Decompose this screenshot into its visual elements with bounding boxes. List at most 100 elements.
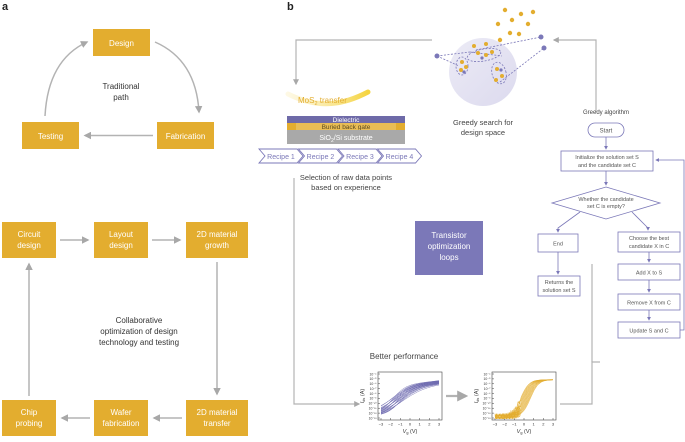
y-axis-label: Ids (A) bbox=[474, 389, 480, 404]
substrate-layer bbox=[287, 130, 405, 144]
collaborative-caption-line2: optimization of design bbox=[100, 327, 177, 336]
y-tick-label: 10⁻¹² bbox=[483, 411, 492, 415]
recipe-chevron-2 bbox=[297, 148, 344, 164]
initialize-label-line1: Initialize the solution set S bbox=[575, 155, 639, 161]
sample-points bbox=[459, 7, 536, 82]
x-axis-label: Vg (V) bbox=[517, 429, 532, 435]
y-tick-label: 10⁻¹⁰ bbox=[482, 402, 491, 406]
mos2-transfer-label: MoS2 transfer bbox=[298, 96, 347, 107]
design-box bbox=[93, 29, 150, 56]
design-space-sphere bbox=[434, 7, 547, 106]
arrow-design-to-fabrication bbox=[154, 41, 203, 114]
layout-design-label-line2: design bbox=[109, 241, 133, 250]
x-axis-label: Vg (V) bbox=[403, 429, 418, 435]
remove-label: Remove X from C bbox=[627, 301, 671, 307]
x-tick-label: 2 bbox=[542, 422, 545, 427]
x-tick-label: 1 bbox=[533, 422, 536, 427]
arrow-testing-to-design bbox=[44, 41, 89, 117]
substrate-label: SiO2/Si substrate bbox=[319, 135, 372, 144]
y-tick-label: 10⁻⁴ bbox=[369, 372, 377, 376]
recipe-label-2: Recipe 2 bbox=[307, 154, 335, 161]
wafer-fabrication-label-line2: fabrication bbox=[103, 419, 140, 428]
loop-connectors bbox=[293, 37, 600, 407]
recipe-chevron-1 bbox=[258, 148, 304, 164]
x-tick-label: 1 bbox=[419, 422, 422, 427]
layout-design-label-line1: Layout bbox=[109, 230, 134, 239]
y-tick-label: 10⁻⁶ bbox=[370, 382, 378, 386]
transfer-curve bbox=[380, 383, 440, 415]
x-tick-label: −3 bbox=[493, 422, 498, 427]
decision-label-line2: set C is empty? bbox=[587, 204, 625, 210]
y-tick-label: 10⁻⁵ bbox=[484, 377, 492, 381]
initialize-label-line2: and the candidate set C bbox=[578, 163, 636, 169]
device-stack: MoS2 transfer Dielectric Buried back gat… bbox=[285, 89, 405, 144]
dielectric-label: Dielectric bbox=[333, 117, 360, 124]
circuit-design-box bbox=[2, 222, 56, 258]
layout-design-box bbox=[94, 222, 148, 258]
greedy-search-caption-line1: Greedy search for bbox=[453, 118, 514, 127]
y-tick-label: 10⁻¹³ bbox=[369, 416, 378, 420]
x-tick-label: −2 bbox=[388, 422, 393, 427]
y-tick-label: 10⁻¹¹ bbox=[369, 407, 378, 411]
selection-caption-line1: Selection of raw data points bbox=[300, 173, 392, 182]
x-tick-label: −3 bbox=[379, 422, 384, 427]
x-tick-label: 2 bbox=[428, 422, 431, 427]
x-tick-label: −2 bbox=[502, 422, 507, 427]
back-gate-label: Buried back gate bbox=[322, 124, 371, 131]
y-tick-label: 10⁻⁷ bbox=[370, 387, 378, 391]
transfer-curves bbox=[380, 380, 440, 415]
x-tick-label: 0 bbox=[523, 422, 526, 427]
material-growth-box bbox=[186, 222, 248, 258]
testing-label: Testing bbox=[38, 132, 63, 141]
optimization-loops-label-line1: Transistor bbox=[431, 231, 467, 240]
material-transfer-label-line2: transfer bbox=[203, 419, 230, 428]
flowchart-title: Greedy algorithm bbox=[583, 110, 629, 116]
traditional-path-label-line2: path bbox=[113, 93, 129, 102]
circuit-design-label-line2: design bbox=[17, 241, 41, 250]
panel-a-label: a bbox=[2, 1, 9, 13]
returns-label-line2: solution set S bbox=[542, 288, 575, 294]
material-growth-label-line1: 2D material bbox=[197, 230, 238, 239]
update-label: Update S and C bbox=[629, 329, 668, 335]
material-growth-label-line2: growth bbox=[205, 241, 229, 250]
collaborative-caption-line3: technology and testing bbox=[99, 338, 179, 347]
wafer-fabrication-box bbox=[94, 400, 148, 436]
recipe-chevron-3 bbox=[337, 148, 383, 164]
design-label: Design bbox=[109, 39, 134, 48]
back-gate-electrode bbox=[296, 123, 396, 130]
x-tick-label: 0 bbox=[409, 422, 412, 427]
decision-node bbox=[550, 186, 662, 220]
fabrication-label: Fabrication bbox=[166, 132, 206, 141]
choose-label-line2: candidate X in C bbox=[629, 244, 669, 250]
y-tick-label: 10⁻¹⁰ bbox=[368, 402, 377, 406]
selection-caption-line2: based on experience bbox=[311, 183, 381, 192]
better-performance-label: Better performance bbox=[370, 352, 439, 361]
transfer-curve-plot-after: 10⁻⁴10⁻⁵10⁻⁶10⁻⁷10⁻⁸10⁻⁹10⁻¹⁰10⁻¹¹10⁻¹²1… bbox=[474, 371, 557, 435]
dielectric-layer bbox=[287, 116, 405, 123]
decision-label-line1: Whether the candidate bbox=[578, 197, 633, 203]
transfer-curve bbox=[380, 384, 440, 413]
traditional-path-diagram: Design Fabrication Testing Traditional p… bbox=[22, 29, 214, 149]
y-tick-label: 10⁻⁴ bbox=[483, 372, 491, 376]
initialize-node bbox=[560, 150, 654, 172]
x-tick-label: −1 bbox=[398, 422, 403, 427]
transfer-curve bbox=[380, 380, 440, 407]
optimization-loops-label-line3: loops bbox=[439, 253, 458, 262]
collaborative-caption-line1: Collaborative bbox=[116, 316, 163, 325]
circuit-design-label-line1: Circuit bbox=[18, 230, 41, 239]
y-tick-label: 10⁻⁷ bbox=[484, 387, 492, 391]
choose-label-line1: Choose the best bbox=[629, 236, 670, 242]
y-tick-label: 10⁻⁹ bbox=[369, 397, 377, 401]
transfer-curve bbox=[380, 383, 440, 413]
returns-node bbox=[537, 275, 581, 297]
fabrication-box bbox=[157, 122, 214, 149]
panel-b-label: b bbox=[287, 1, 294, 13]
x-tick-label: 3 bbox=[552, 422, 555, 427]
transfer-curve bbox=[380, 383, 440, 412]
y-axis-label: Ids (A) bbox=[360, 389, 366, 404]
testing-box bbox=[22, 122, 79, 149]
traditional-path-label-line1: Traditional bbox=[102, 82, 139, 91]
add-label: Add X to S bbox=[636, 271, 663, 277]
